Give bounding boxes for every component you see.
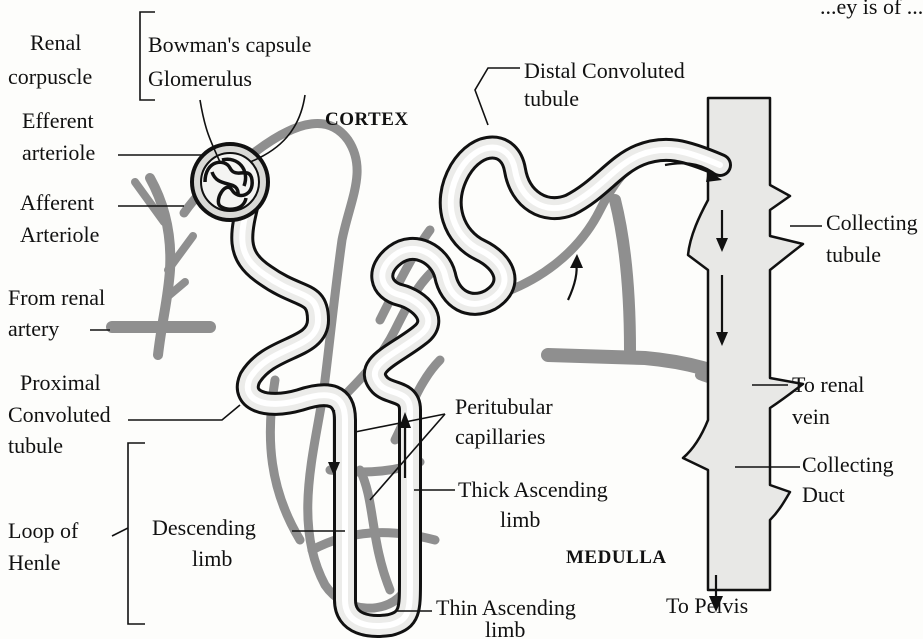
glomerulus-label: Glomerulus [148, 66, 252, 91]
renal-corpuscle-label-line1: Renal [30, 30, 81, 55]
loop-of-henle-label-line2: Henle [8, 550, 61, 575]
afferent-arteriole-label-line1: Afferent [20, 190, 94, 215]
pct-leader [128, 405, 240, 420]
renal-artery-label-line2: artery [8, 316, 59, 341]
loop-of-henle-leader [112, 528, 128, 536]
collecting-tubule-label-line2: tubule [826, 242, 881, 267]
to-renal-vein-label-line1: To renal [792, 372, 864, 397]
peritubular-label-line1: Peritubular [455, 394, 553, 419]
medulla-label: MEDULLA [566, 547, 667, 568]
renal-vein-vessel [615, 200, 630, 350]
distal-convoluted-label-line2: tubule [524, 86, 579, 111]
dct-arrowhead [570, 254, 583, 268]
thick-ascending-label-line2: limb [500, 507, 540, 532]
loop-of-henle-bracket [128, 443, 145, 624]
collecting-duct-body [683, 98, 803, 590]
collecting-duct [683, 98, 803, 590]
renal-artery-label-line1: From renal [8, 285, 105, 310]
top-right-fragment: ...ey is of ... ... [820, 0, 923, 19]
loop-of-henle-label-line1: Loop of [8, 518, 79, 543]
thin-ascending-label-line2: limb [485, 617, 525, 639]
descending-limb-label-line1: Descending [152, 515, 256, 540]
cortex-label: CORTEX [325, 109, 409, 130]
to-renal-vein-label-line2: vein [792, 404, 830, 429]
afferent-arteriole-label-line2: Arteriole [20, 222, 99, 247]
distal-convoluted-label-line1: Distal Convoluted [524, 58, 685, 83]
pct-label-line2: Convoluted [8, 402, 111, 427]
collecting-tubule-label-line1: Collecting [826, 210, 918, 235]
efferent-arteriole-label-line2: arteriole [22, 140, 95, 165]
peritubular-label-line2: capillaries [455, 424, 545, 449]
collecting-duct-label-line2: Duct [802, 482, 845, 507]
descending-limb-label-line2: limb [192, 546, 232, 571]
collecting-duct-label-line1: Collecting [802, 452, 894, 477]
pct-label-line3: tubule [8, 433, 63, 458]
efferent-arteriole-label-line1: Efferent [22, 108, 94, 133]
labels: ...ey is of ... ... Renal corpuscle Bowm… [8, 0, 923, 639]
pct-label-line1: Proximal [20, 370, 101, 395]
thick-ascending-label-line1: Thick Ascending [458, 477, 608, 502]
distal-convoluted-leader [475, 68, 520, 125]
to-pelvis-label: To Pelvis [666, 593, 748, 618]
bowmans-capsule-label: Bowman's capsule [148, 32, 311, 57]
renal-corpuscle-label-line2: corpuscle [8, 64, 92, 89]
